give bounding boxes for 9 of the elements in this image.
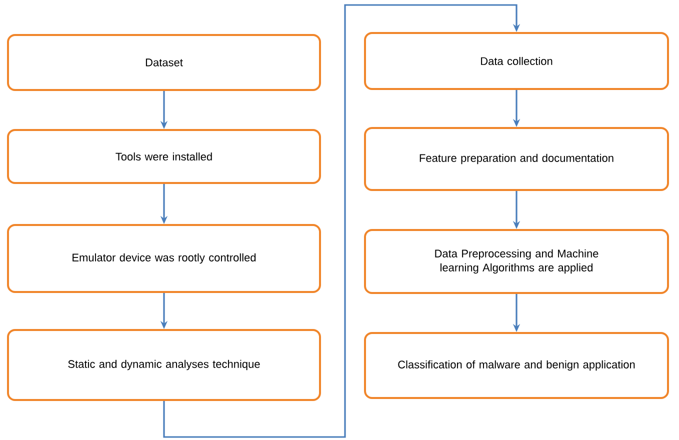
- arrow: [163, 4, 520, 438]
- process-box: Data Preprocessing and Machine learning Algorithms are applied: [364, 229, 669, 294]
- process-box: Data collection: [364, 32, 669, 90]
- process-box: Emulator device was rootly controlled: [7, 224, 321, 293]
- process-box: Tools were installed: [7, 129, 321, 184]
- process-box: Classification of malware and benign application: [364, 332, 669, 399]
- process-box: Dataset: [7, 34, 321, 91]
- process-box: Static and dynamic analyses technique: [7, 329, 321, 401]
- process-box: Feature preparation and documentation: [364, 127, 669, 191]
